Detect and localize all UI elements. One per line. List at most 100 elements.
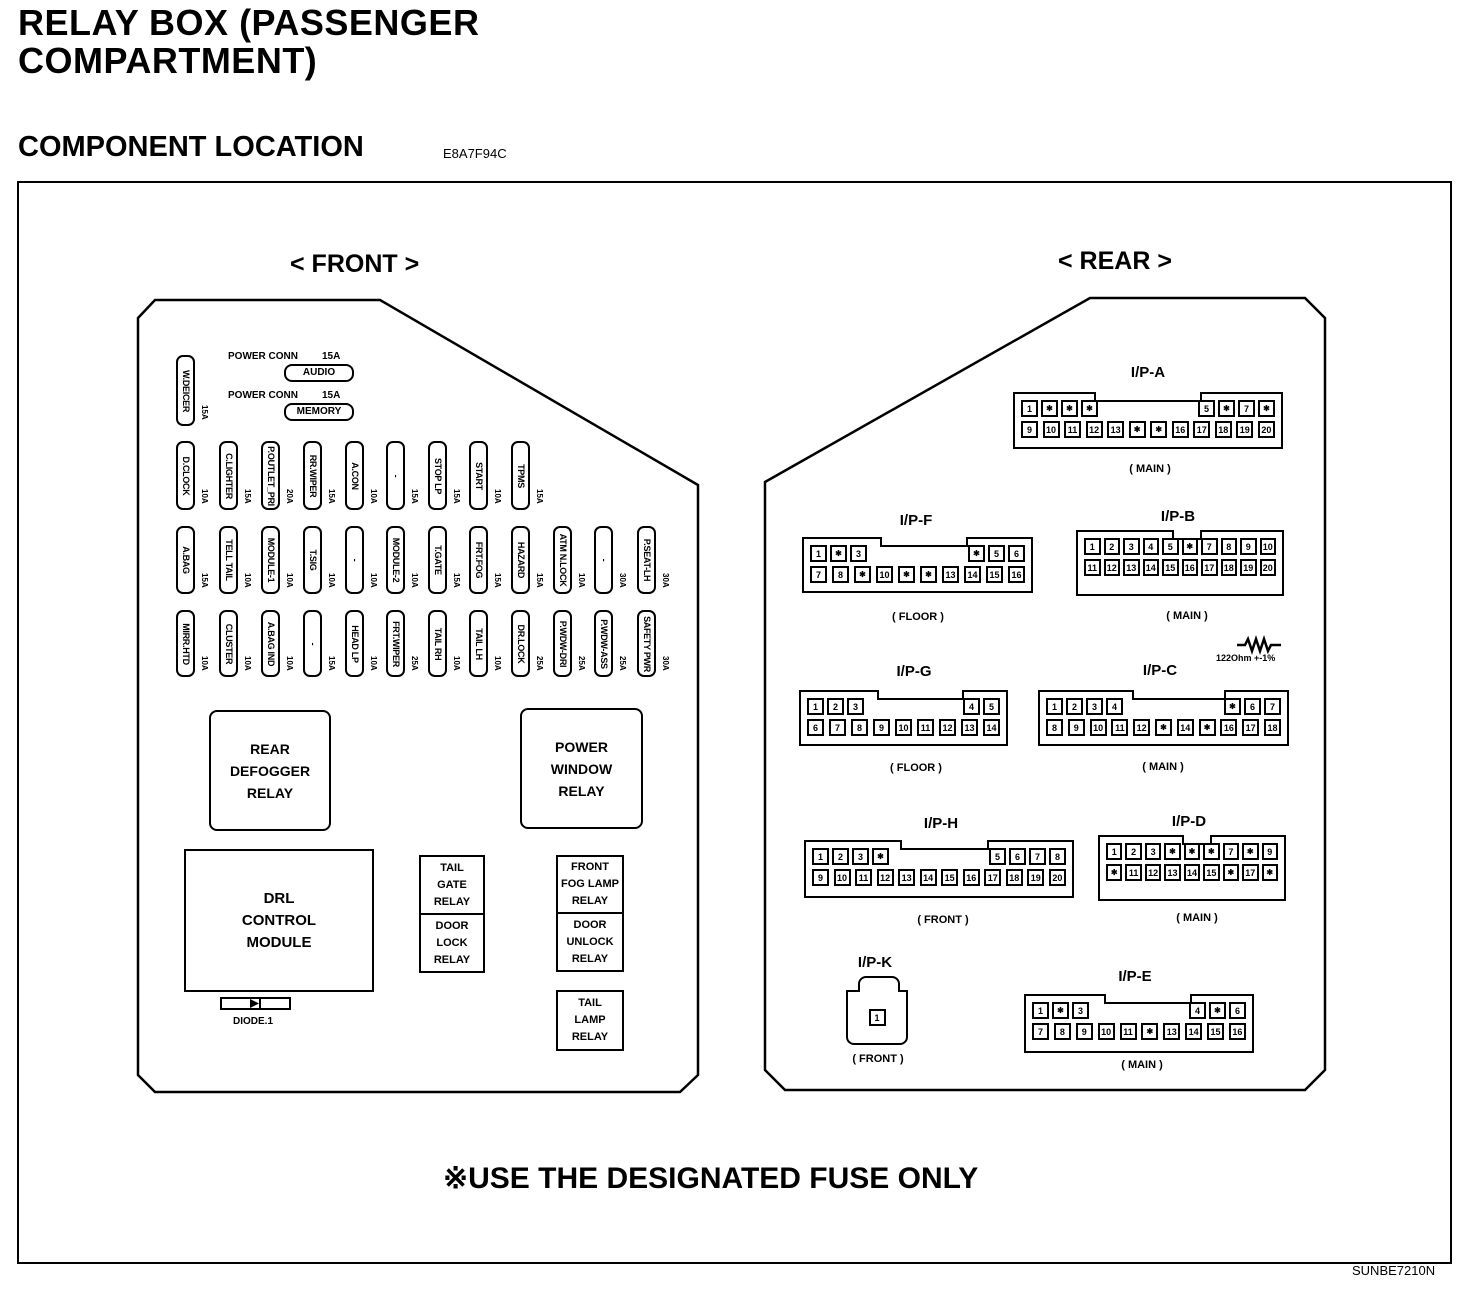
connector-pin: 10 (833, 869, 851, 886)
connector-pin: 20 (1259, 559, 1276, 576)
connector-pin: 8 (832, 566, 849, 583)
fuse: SAFETY PWR (637, 610, 656, 677)
connector-pin: 19 (1027, 869, 1045, 886)
fuse: MODULE-1 (261, 526, 280, 594)
fuse-amp: 10A (200, 489, 209, 504)
connector-pin: 10 (1259, 538, 1276, 555)
tail-gate-relay: TAIL GATE RELAY (419, 855, 485, 915)
connector-pin: ✱ (872, 848, 889, 865)
rear-label: < REAR > (1058, 247, 1172, 275)
fuse-label: TAIL RH (432, 627, 443, 660)
connector-pin: 14 (1142, 559, 1159, 576)
fuse-label: STOP LP (432, 457, 443, 494)
connector-pin: 14 (1176, 719, 1194, 736)
connector-title: I/P-K (857, 954, 893, 971)
connector-pin: 11 (917, 719, 934, 736)
connector-pin: 14 (919, 869, 937, 886)
connector-pin: 2 (1103, 538, 1120, 555)
connector-pin: 16 (1220, 719, 1238, 736)
connector-pin: 8 (851, 719, 868, 736)
connector-pin: 2 (1125, 843, 1142, 860)
connector-pin: ✱ (1224, 698, 1241, 715)
connector-pin: 20 (1257, 421, 1275, 438)
fuse: HAZARD (511, 526, 530, 594)
connector-pin: ✱ (1061, 400, 1078, 417)
connector-pin: 1 (1106, 843, 1123, 860)
connector-notch (880, 537, 968, 547)
fuse: START (469, 441, 488, 510)
connector-pin: 2 (827, 698, 844, 715)
fuse-label: - (349, 558, 360, 562)
fuse-label: A.BAG (180, 546, 191, 574)
connector-pin: 3 (1086, 698, 1103, 715)
connector-pin: 16 (1171, 421, 1189, 438)
fuse: TAIL RH (428, 610, 447, 677)
connector-pin: 16 (1181, 559, 1198, 576)
fuse-label: TPMS (515, 463, 526, 488)
connector-location: ( MAIN ) (1166, 610, 1208, 622)
fuse-amp: 20A (285, 489, 294, 504)
fuse: P.OUTLET_PRI (261, 441, 280, 510)
connector-pin: ✱ (1261, 864, 1278, 881)
connector-pin: ✱ (1164, 843, 1181, 860)
fuse-label: W.DEICER (180, 369, 191, 412)
resistor-icon (1237, 635, 1281, 655)
connector-notch (1104, 994, 1192, 1004)
fuse-amp: 10A (577, 573, 586, 588)
connector-pin: ✱ (968, 545, 985, 562)
figure-id: SUNBE7210N (1352, 1263, 1436, 1278)
fuse-amp: 15A (452, 573, 461, 588)
connector-pin: 5 (983, 698, 1000, 715)
connector-pin: 10 (1042, 421, 1060, 438)
connector-title: I/P-H (923, 815, 959, 832)
connector-pin: 4 (1106, 698, 1123, 715)
connector-pin: 1 (807, 698, 824, 715)
fuse: W.DEICER (176, 355, 195, 426)
pin-row-top: 1✱✱✱5✱7✱ (1021, 400, 1275, 419)
connector-pin: 13 (1123, 559, 1140, 576)
connector-pin: 1 (1084, 538, 1101, 555)
connector-title: I/P-D (1171, 813, 1207, 830)
connector-pin: 3 (852, 848, 869, 865)
connector-pin: 13 (961, 719, 978, 736)
diagram-frame (17, 181, 1452, 1264)
connector-pin: 12 (939, 719, 956, 736)
fuse: A.BAG (176, 526, 195, 594)
fuse: TAIL LH (469, 610, 488, 677)
fuse-label: MIRR.HTD (180, 622, 191, 665)
connector-pin: ✱ (1181, 538, 1198, 555)
connector-notch (877, 690, 964, 700)
code: E8A7F94C (443, 146, 507, 161)
fuse-amp: 10A (243, 656, 252, 671)
fuse-label: DR.LOCK (515, 624, 526, 663)
connector-pin: 5 (1198, 400, 1215, 417)
connector-pin: 17 (984, 869, 1002, 886)
connector-pin: ✱ (1218, 400, 1235, 417)
connector-pin: 9 (1240, 538, 1257, 555)
fuse-amp: 10A (410, 573, 419, 588)
connector-pin: 17 (1242, 719, 1260, 736)
fuse-amp: 10A (369, 489, 378, 504)
connector-pin: 3 (1072, 1002, 1089, 1019)
connector-pin: 6 (1229, 1002, 1246, 1019)
connector-pin: 16 (962, 869, 980, 886)
connector-pin: 19 (1240, 559, 1257, 576)
fuse-label: TAIL LH (473, 627, 484, 660)
fuse-amp: 15A (535, 489, 544, 504)
connector-pin: 15 (1207, 1023, 1224, 1040)
rear-defogger-relay: REAR DEFOGGER RELAY (209, 710, 331, 831)
tail-lamp-relay: TAIL LAMP RELAY (556, 990, 624, 1051)
fuse-label: MODULE-1 (265, 537, 276, 583)
fuse: RR.WIPER (303, 441, 322, 510)
connector-notch (1182, 835, 1212, 845)
connector-location: ( FLOOR ) (892, 611, 944, 623)
connector-pin: 9 (1261, 843, 1278, 860)
